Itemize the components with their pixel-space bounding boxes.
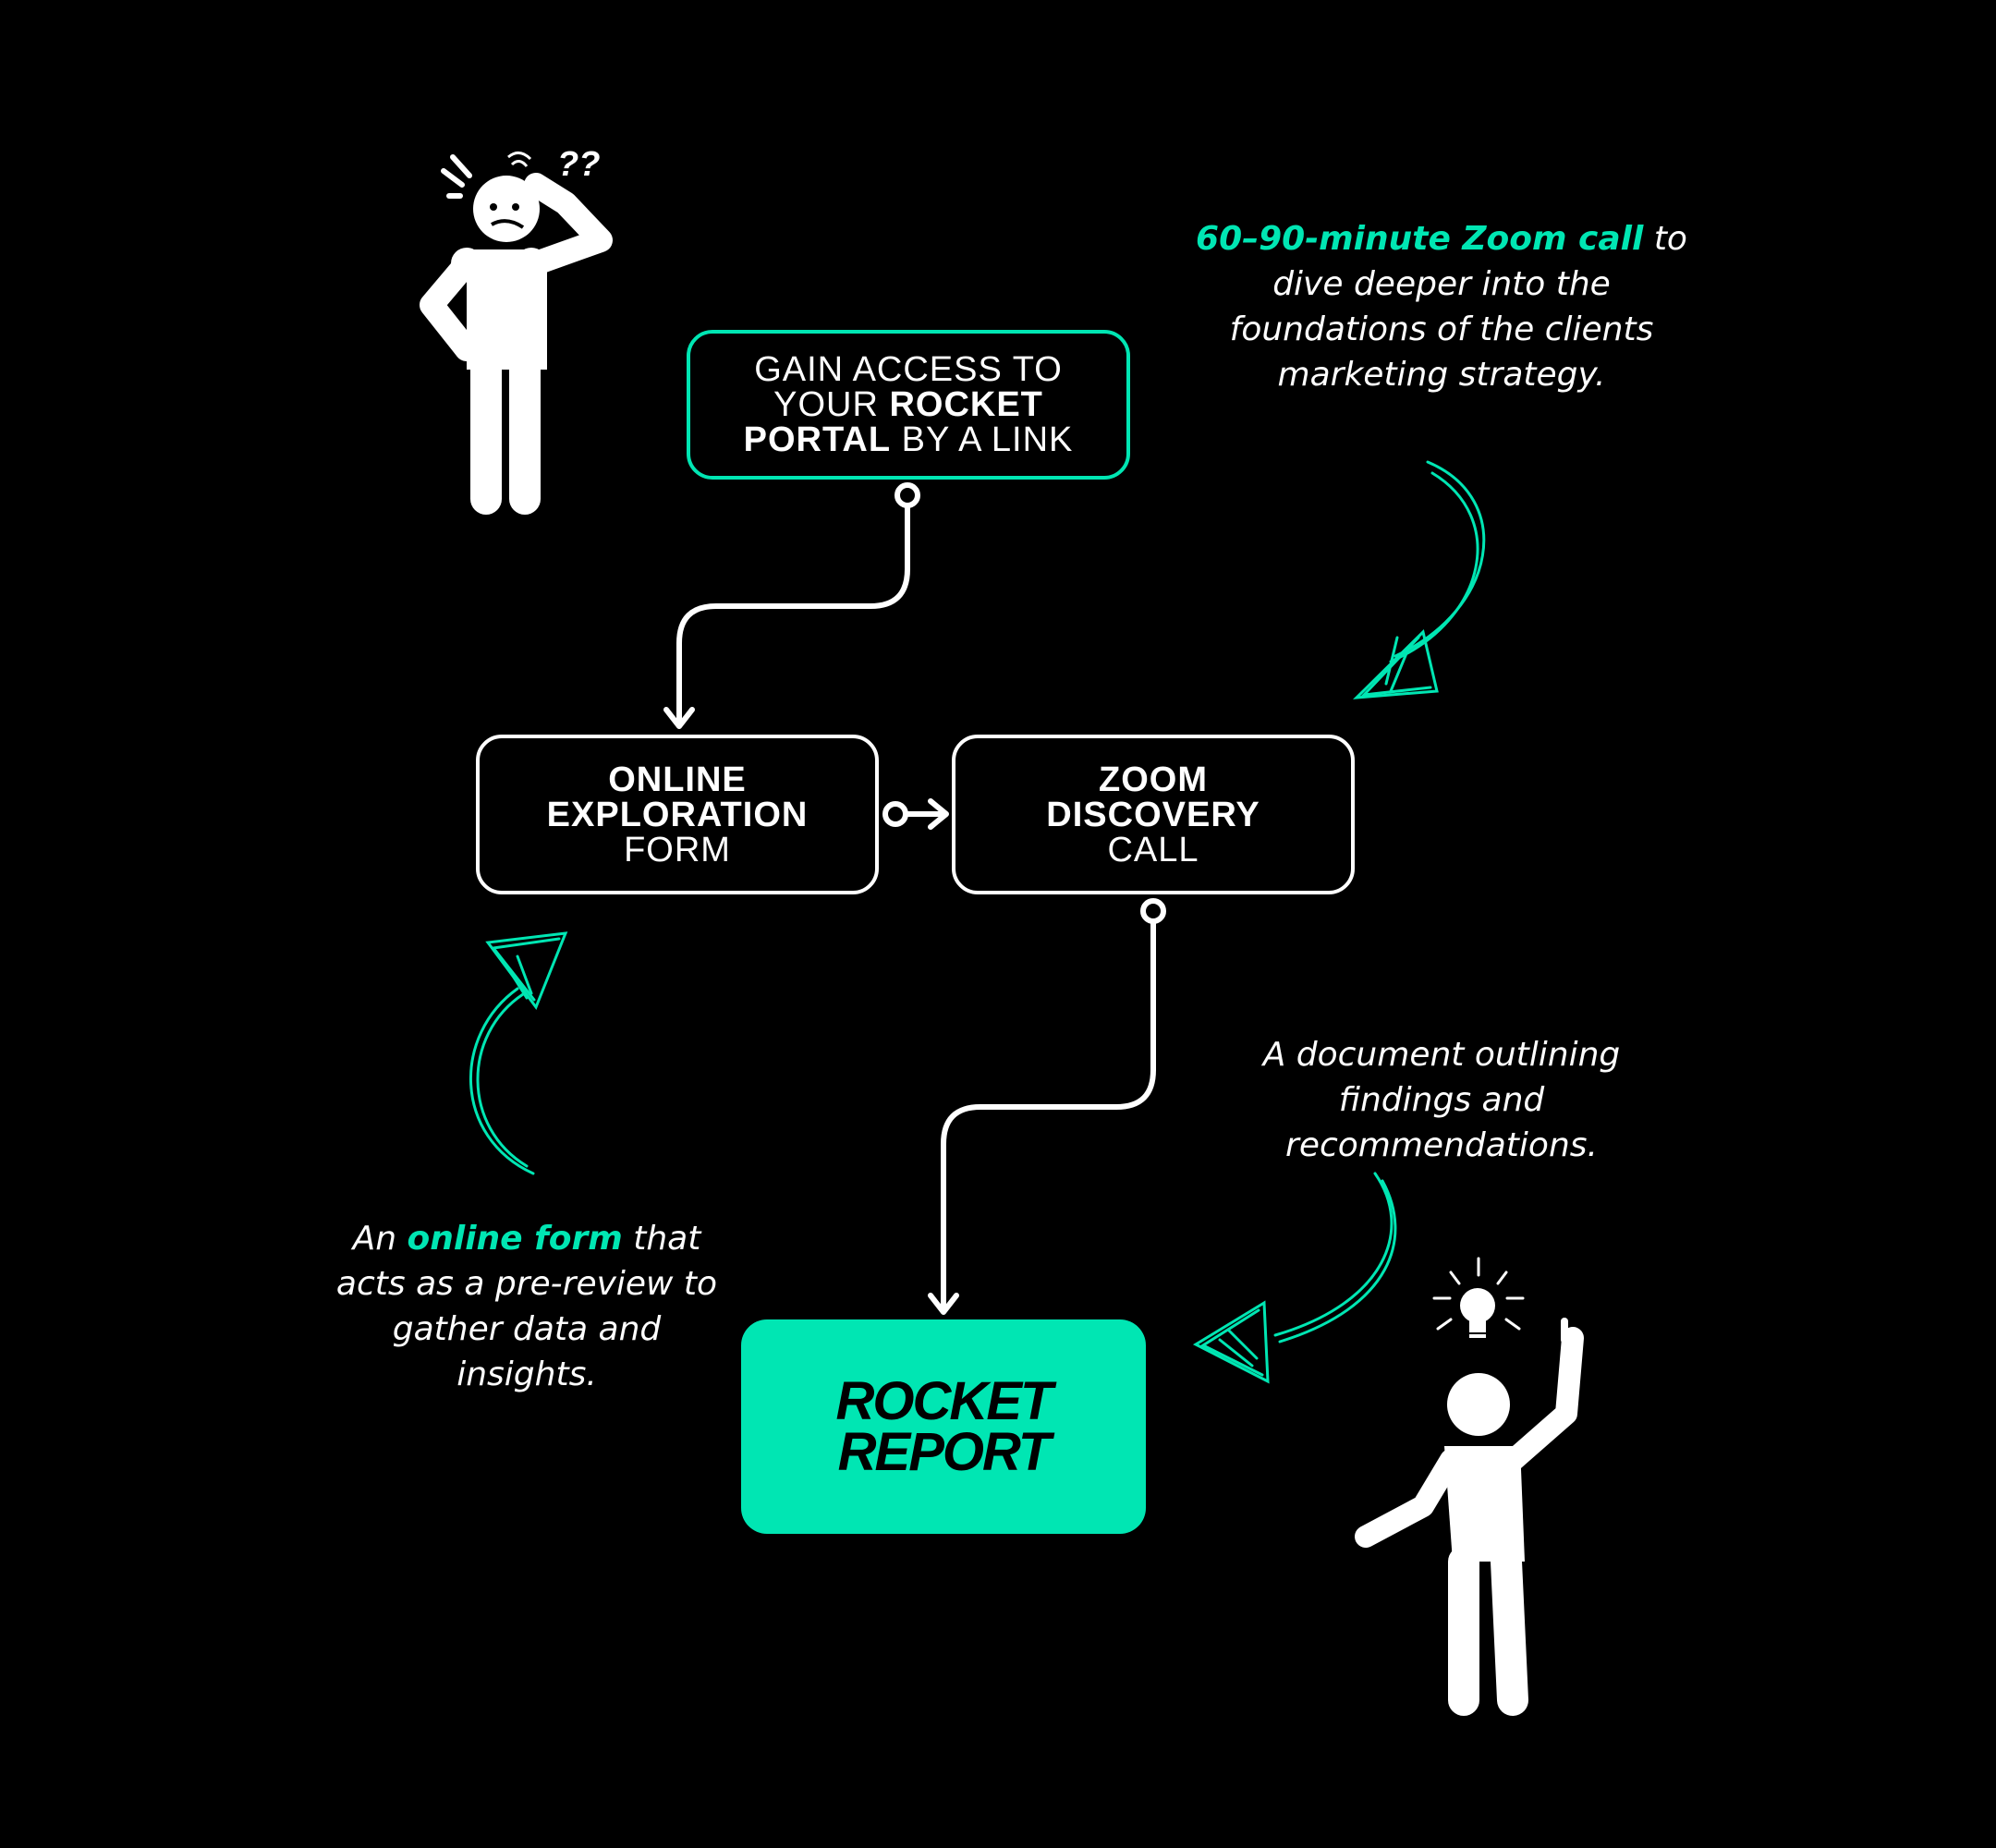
connector-zoom-to-report [941, 919, 1156, 1313]
zoom-call-description: to dive deeper into the foundations of t… [1229, 220, 1687, 394]
connector-dot-zoom [1140, 898, 1166, 924]
confused-person-icon: ?? [420, 145, 613, 515]
sketch-arrow-icon [1353, 460, 1486, 699]
connector-dot-form [882, 801, 908, 827]
arrowhead-zoom [928, 798, 949, 830]
connector-portal-to-form [676, 504, 910, 727]
report-line-1: ROCKET [835, 1370, 1053, 1431]
rocket-report-step: ROCKET REPORT [741, 1319, 1146, 1534]
zoom-call-annotation: 60–90-minute Zoom call to dive deeper in… [1192, 216, 1691, 397]
lightbulb-icon [1432, 1257, 1525, 1338]
online-form-highlight: online form [407, 1220, 623, 1258]
form-line-2: EXPLORATION [546, 795, 809, 834]
report-description: A document outlining findings and recomm… [1262, 1036, 1621, 1164]
connector-dot-portal [895, 482, 920, 508]
portal-line-3: BY A LINK [891, 420, 1074, 459]
report-annotation: A document outlining findings and recomm… [1201, 1032, 1682, 1168]
zoom-call-duration: 60–90-minute Zoom call [1196, 220, 1644, 258]
report-line-2: REPORT [837, 1422, 1052, 1482]
form-line-3: FORM [624, 830, 731, 869]
online-form-annotation: An online form that acts as a pre-review… [333, 1216, 721, 1397]
sketch-arrow-icon [469, 931, 568, 1175]
online-form-description: that acts as a pre-review to gather data… [335, 1220, 718, 1393]
portal-access-step: GAIN ACCESS TO YOUR ROCKET PORTAL BY A L… [687, 330, 1130, 480]
arrowhead-report [928, 1293, 959, 1315]
portal-line-1: GAIN ACCESS TO [754, 350, 1063, 389]
zoom-discovery-call-step: ZOOM DISCOVERY CALL [952, 735, 1355, 894]
form-line-1: ONLINE [608, 760, 747, 799]
portal-line-2: YOUR [773, 385, 890, 424]
online-form-prefix: An [352, 1220, 408, 1258]
portal-line-2-bold: ROCKET [889, 385, 1043, 424]
zoom-line-1: ZOOM [1099, 760, 1208, 799]
online-exploration-form-step: ONLINE EXPLORATION FORM [476, 735, 879, 894]
svg-text:??: ?? [557, 145, 600, 184]
arrowhead-form [663, 707, 695, 729]
zoom-line-3: CALL [1107, 830, 1199, 869]
sketch-arrow-icon [1192, 1172, 1397, 1384]
zoom-line-2: DISCOVERY [1046, 795, 1260, 834]
idea-person-icon [1355, 1318, 1584, 1716]
portal-line-3-bold: PORTAL [743, 420, 892, 459]
